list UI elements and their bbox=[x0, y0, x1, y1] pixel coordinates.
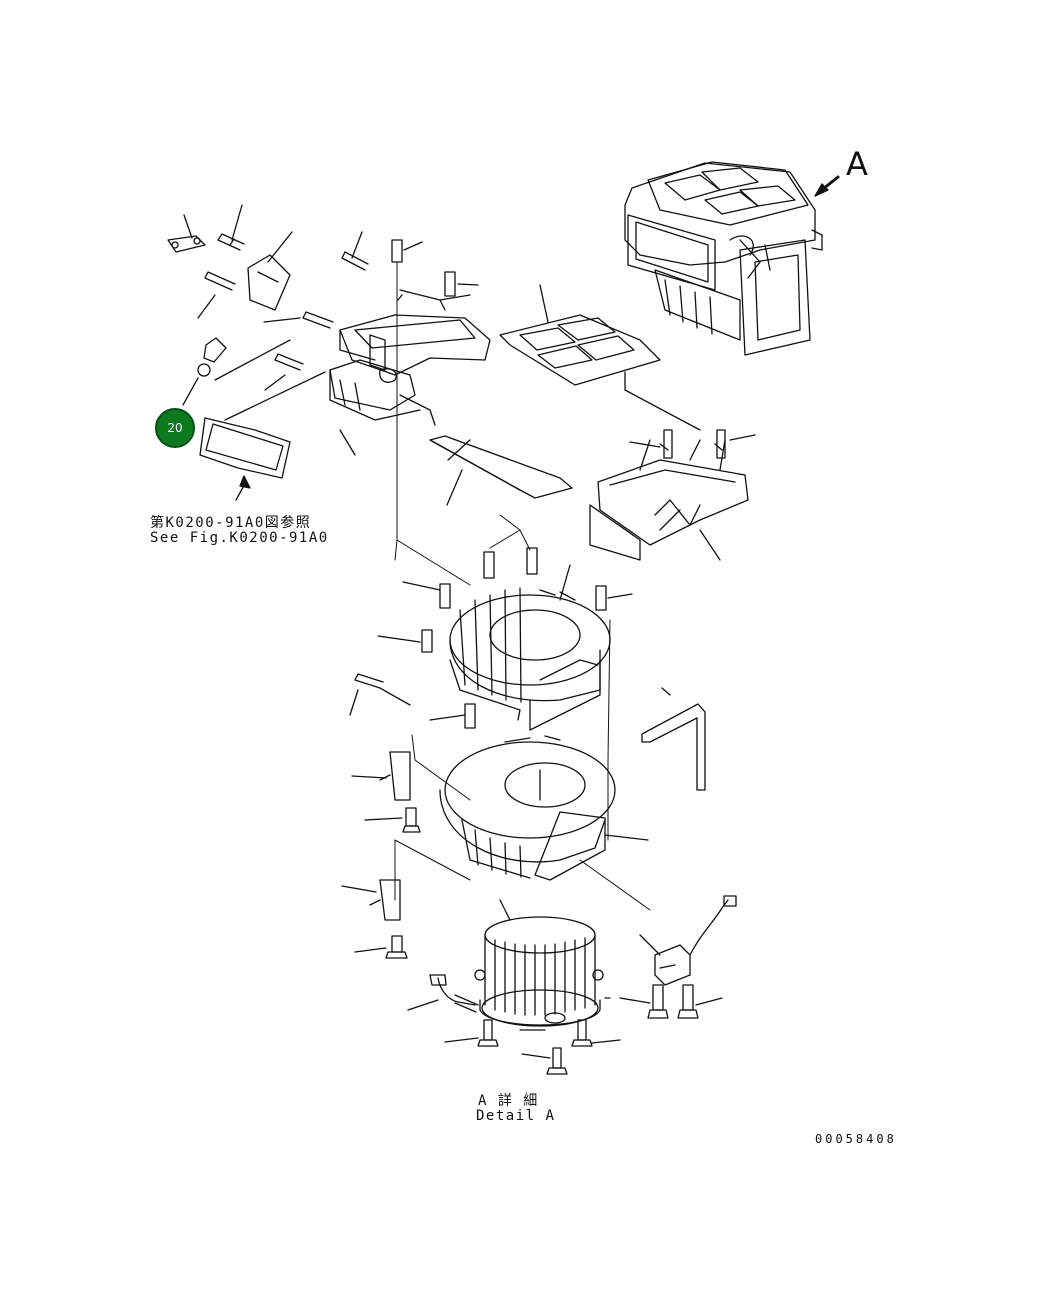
reference-note-en: See Fig.K0200-91A0 bbox=[150, 530, 329, 546]
leader-lines bbox=[394, 261, 651, 911]
callout-number-badge[interactable]: 20 bbox=[155, 408, 195, 448]
reference-note-jp: 第K0200-91A0図参照 bbox=[150, 515, 312, 531]
top-bolts bbox=[391, 239, 726, 459]
filter-strip bbox=[429, 435, 573, 506]
detail-caption-jp: A 詳 細 bbox=[478, 1093, 539, 1109]
top-left-brackets bbox=[167, 204, 369, 406]
detail-caption-en: Detail A bbox=[476, 1108, 556, 1124]
drawing-number: 00058408 bbox=[815, 1132, 897, 1146]
resistor bbox=[619, 895, 737, 1019]
upper-filter-panel bbox=[499, 284, 701, 431]
blower-fan-motor bbox=[407, 899, 621, 1075]
scroll-housing-lower bbox=[439, 735, 649, 881]
left-brackets-lower bbox=[341, 751, 421, 959]
view-letter: A bbox=[846, 145, 868, 183]
upper-duct bbox=[329, 289, 491, 461]
assembled-blower-unit bbox=[624, 161, 823, 356]
seal-strip bbox=[641, 687, 706, 791]
view-arrow-icon bbox=[814, 175, 840, 197]
housing-bolts bbox=[349, 547, 633, 729]
right-duct bbox=[589, 434, 756, 561]
gasket-frame bbox=[199, 371, 326, 501]
scroll-housing-upper bbox=[449, 564, 611, 731]
